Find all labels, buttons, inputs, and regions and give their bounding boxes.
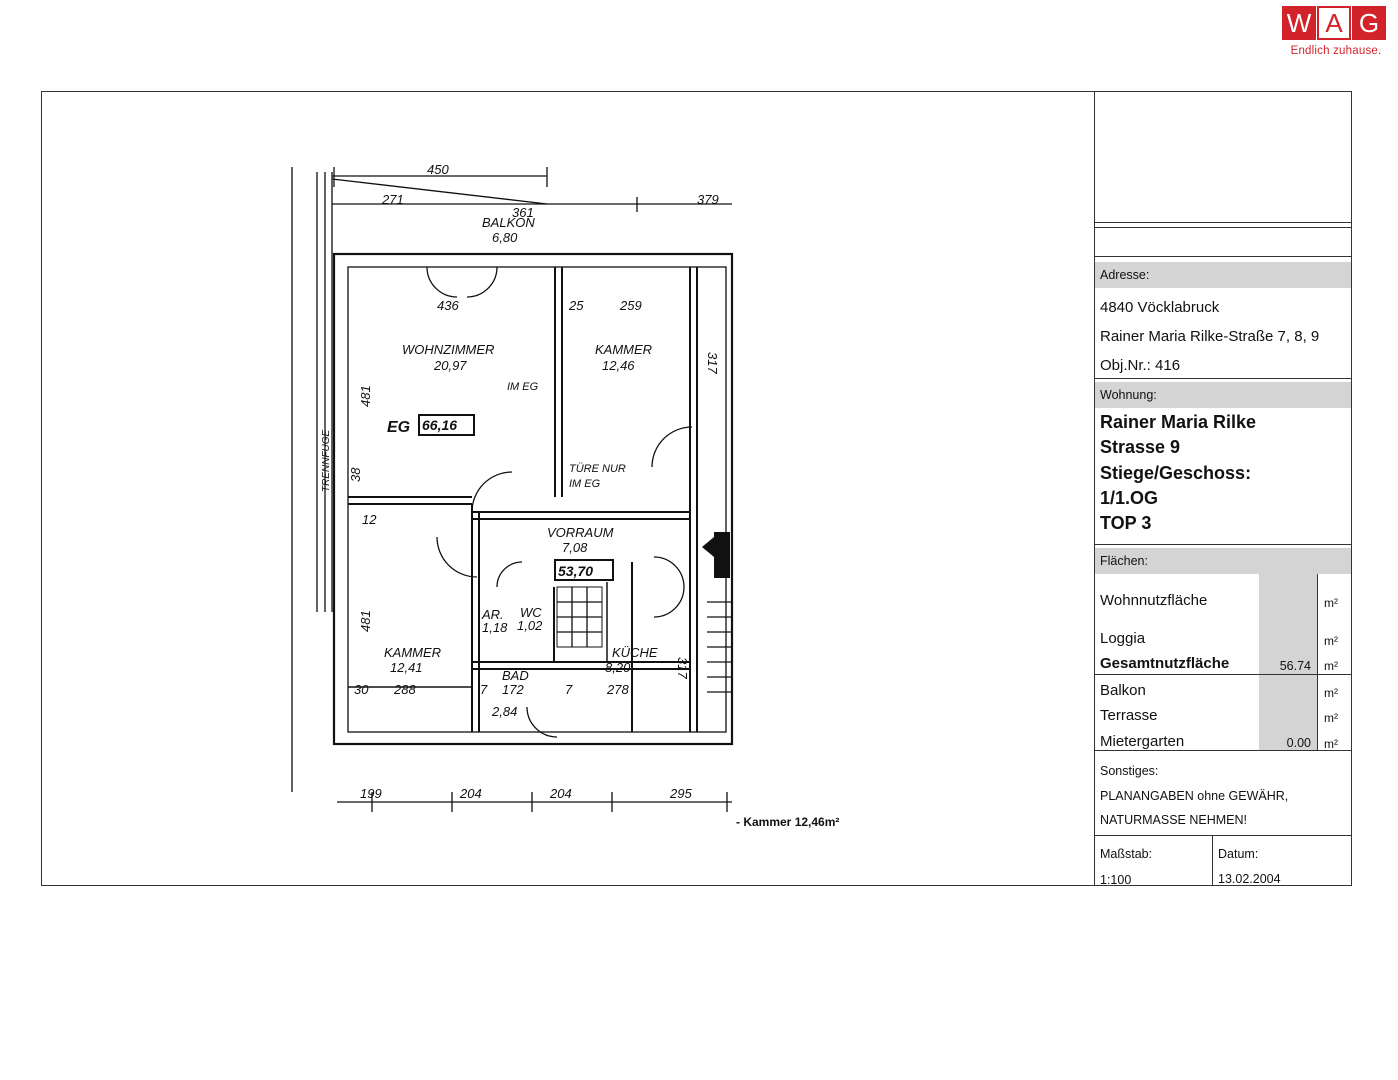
dim-top-2: 361 xyxy=(512,205,534,220)
dim-top-3: 379 xyxy=(697,192,719,207)
dim-mid-4: 7 xyxy=(480,682,488,697)
im-eg-label: IM EG xyxy=(507,381,539,393)
tuer-label: TÜRE NUR xyxy=(569,463,626,475)
unit-loggia: m² xyxy=(1324,634,1338,648)
room-area-wohnzimmer: 20,97 xyxy=(433,358,467,373)
dim-mid-0: 481 xyxy=(358,385,373,407)
room-label-balkon: BALKON xyxy=(482,215,535,230)
room-label-ar: AR. xyxy=(481,607,504,622)
total-box-value: 53,70 xyxy=(558,563,593,579)
trennfuge-label: TRENNFUGE xyxy=(321,429,332,492)
dim-top-6: 259 xyxy=(619,298,642,313)
area-value-gesamtnutzflaeche: 56.74 xyxy=(1279,659,1311,673)
im-eg-label-2: IM EG xyxy=(569,478,601,490)
wohnung-line-4: 1/1.OG xyxy=(1100,488,1159,508)
object-number: Obj.Nr.: 416 xyxy=(1100,357,1181,374)
flaechen-label: Flächen: xyxy=(1095,548,1351,574)
wohnung-line-3: Stiege/Geschoss: xyxy=(1100,463,1252,483)
area-value-mietergarten: 0.00 xyxy=(1286,736,1311,750)
area-label-gesamtnutzflaeche: Gesamtnutzfläche xyxy=(1100,655,1230,672)
dim-mid-9: 317 xyxy=(675,657,690,679)
dim-bottom-1: 204 xyxy=(459,786,482,801)
dim-top-4: 436 xyxy=(437,298,459,313)
adresse-label: Adresse: xyxy=(1095,262,1351,288)
dim-mid-6: 7 xyxy=(565,682,573,697)
unit-terrasse: m² xyxy=(1324,711,1338,725)
unit-wohnnutzflaeche: m² xyxy=(1324,596,1338,610)
area-value-column-top xyxy=(1259,574,1317,674)
floor-plan-area: WOHNZIMMER 20,97 KAMMER 12,46 VORRAUM 7,… xyxy=(42,92,1095,885)
room-area-kueche: 8,20 xyxy=(605,660,631,675)
logo-letter-w: W xyxy=(1282,6,1316,40)
unit-gesamtnutzflaeche: m² xyxy=(1324,659,1338,673)
room-label-vorraum: VORRAUM xyxy=(547,525,614,540)
room-area-balkon: 6,80 xyxy=(492,230,518,245)
floor-plan-drawing: WOHNZIMMER 20,97 KAMMER 12,46 VORRAUM 7,… xyxy=(291,162,734,812)
room-label-kammer-1: KAMMER xyxy=(595,342,652,357)
dim-bottom-0: 199 xyxy=(360,786,382,801)
dim-mid-5: 172 xyxy=(502,682,524,697)
area-label-wohnnutzflaeche: Wohnnutzfläche xyxy=(1100,592,1208,609)
room-label-kueche: KÜCHE xyxy=(612,645,658,660)
dim-top-5: 25 xyxy=(568,298,584,313)
room-label-kammer-2: KAMMER xyxy=(384,645,441,660)
room-label-wohnzimmer: WOHNZIMMER xyxy=(402,342,494,357)
room-area-bad: 2,84 xyxy=(491,704,517,719)
area-label-terrasse: Terrasse xyxy=(1100,707,1158,724)
brand-tagline: Endlich zuhause. xyxy=(1290,45,1382,57)
sonstiges-label: Sonstiges: xyxy=(1100,764,1159,778)
dim-mid-7: 278 xyxy=(606,682,629,697)
massstab-value: 1:100 xyxy=(1100,873,1132,887)
wohnung-line-5: TOP 3 xyxy=(1100,513,1152,533)
dim-mid-3: 288 xyxy=(393,682,416,697)
massstab-label: Maßstab: xyxy=(1100,847,1153,861)
area-label-mietergarten: Mietergarten xyxy=(1100,733,1185,750)
wohnung-line-2: Strasse 9 xyxy=(1100,437,1181,457)
room-area-kammer-1: 12,46 xyxy=(602,358,635,373)
datum-value: 13.02.2004 xyxy=(1218,872,1281,886)
room-area-ar: 1,18 xyxy=(482,620,508,635)
dim-top-0: 450 xyxy=(427,162,449,177)
logo-letter-a: A xyxy=(1317,6,1351,40)
plan-frame: WOHNZIMMER 20,97 KAMMER 12,46 VORRAUM 7,… xyxy=(41,91,1352,887)
dim-bottom-3: 295 xyxy=(669,786,692,801)
eg-label: EG xyxy=(387,419,410,436)
title-block: Adresse: 4840 Vöcklabruck Rainer Maria R… xyxy=(1095,92,1351,887)
dim-mid-10: 38 xyxy=(348,467,363,482)
unit-mietergarten: m² xyxy=(1324,737,1338,751)
logo-letter-g: G xyxy=(1352,6,1386,40)
room-area-vorraum: 7,08 xyxy=(562,540,588,555)
balcony-diagonal xyxy=(331,178,548,205)
dim-mid-1: 481 xyxy=(358,610,373,632)
dim-mid-11: 12 xyxy=(362,512,377,527)
dim-mid-8: 317 xyxy=(705,352,720,374)
area-value-column-bottom xyxy=(1259,675,1317,750)
dim-top-1: 271 xyxy=(381,192,404,207)
address-city: 4840 Vöcklabruck xyxy=(1100,299,1220,316)
room-area-wc: 1,02 xyxy=(517,618,543,633)
area-label-balkon: Balkon xyxy=(1100,682,1146,699)
eg-area: 66,16 xyxy=(422,417,457,433)
datum-label: Datum: xyxy=(1218,847,1259,861)
wohnung-line-1: Rainer Maria Rilke xyxy=(1100,412,1257,432)
unit-balkon: m² xyxy=(1324,686,1338,700)
sonstiges-line-2: NATURMASSE NEHMEN! xyxy=(1100,813,1248,827)
dim-mid-2: 30 xyxy=(354,682,369,697)
room-area-kammer-2: 12,41 xyxy=(390,660,423,675)
address-street: Rainer Maria Rilke-Straße 7, 8, 9 xyxy=(1100,328,1320,345)
room-label-bad: BAD xyxy=(502,668,529,683)
area-label-loggia: Loggia xyxy=(1100,630,1146,647)
room-label-wc: WC xyxy=(520,605,542,620)
dim-bottom-2: 204 xyxy=(549,786,572,801)
brand-logo: W A G Endlich zuhause. xyxy=(1282,6,1390,64)
sonstiges-line-1: PLANANGABEN ohne GEWÄHR, xyxy=(1100,789,1289,803)
plan-caption: - Kammer 12,46m² xyxy=(736,815,840,829)
wohnung-label: Wohnung: xyxy=(1095,382,1351,408)
